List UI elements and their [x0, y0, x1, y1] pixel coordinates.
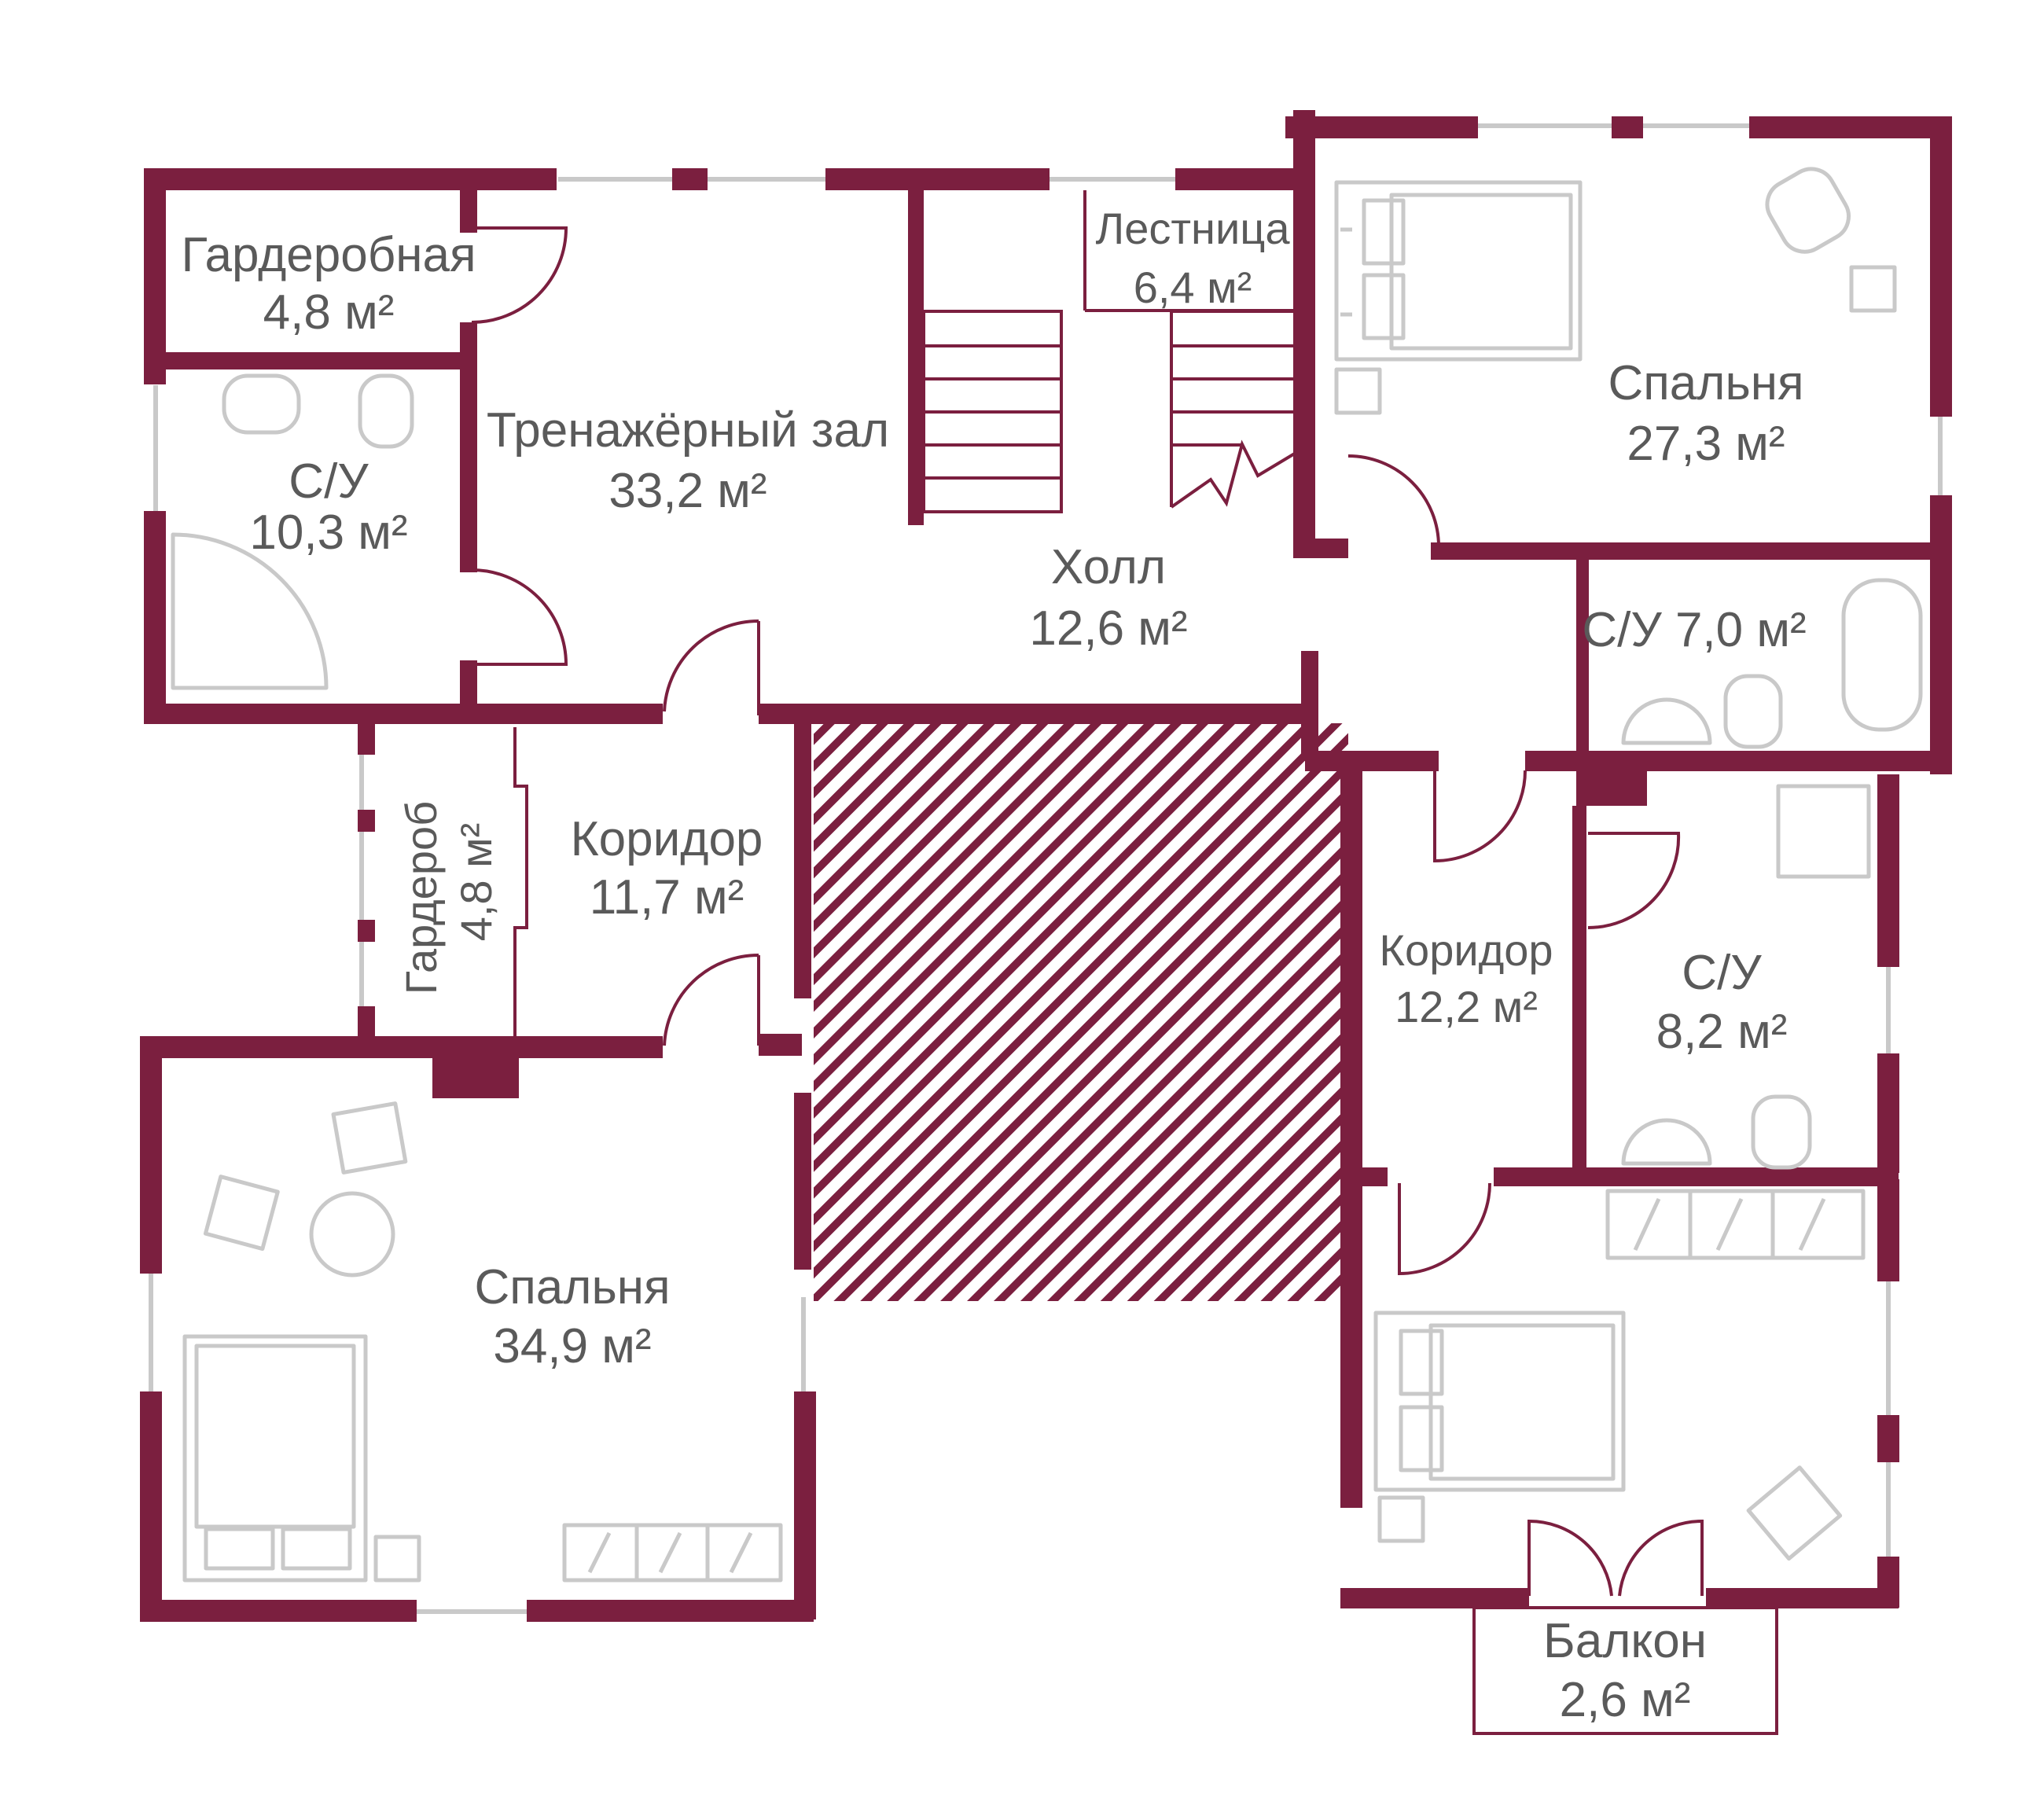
- room-name-corridor-right: Коридор: [1379, 925, 1553, 975]
- room-name-bathroom-left: С/У: [289, 454, 369, 509]
- room-name-gym: Тренажёрный зал: [487, 403, 889, 458]
- shower-tray-icon: [1776, 784, 1871, 879]
- room-name-hall: Холл: [1051, 540, 1166, 594]
- nightstand-icon: [373, 1535, 421, 1583]
- room-area-hall: 12,6 м²: [1029, 601, 1187, 656]
- room-area-bedroom-left: 34,9 м²: [493, 1319, 651, 1373]
- sink-icon: [1621, 697, 1712, 745]
- void-hatched-area: [814, 723, 1348, 1301]
- sink-icon: [222, 373, 301, 435]
- room-labels: Гардеробная 4,8 м² Тренажёрный зал 33,2 …: [181, 204, 1806, 1727]
- stairs-steps: [922, 310, 1299, 513]
- room-area-wardrobe-room: 4,8 м²: [263, 285, 395, 340]
- armchair-icon: [331, 1101, 408, 1175]
- room-name-bathroom-right-mid: С/У: [1682, 946, 1762, 1000]
- room-area-bathroom-right-mid: 8,2 м²: [1656, 1005, 1788, 1059]
- room-area-bathroom-left: 10,3 м²: [249, 505, 407, 560]
- bed-icon: [1334, 180, 1583, 362]
- room-name-bedroom-left: Спальня: [474, 1260, 670, 1314]
- armchair-icon: [1765, 167, 1851, 254]
- wardrobe-icon: [562, 1523, 783, 1583]
- sink-icon: [1621, 1118, 1712, 1166]
- toilet-icon: [358, 373, 414, 449]
- corner-bathtub-icon: [171, 532, 329, 690]
- furniture: [171, 167, 1923, 1583]
- toilet-icon: [1751, 1094, 1812, 1170]
- nightstand-icon: [1377, 1495, 1425, 1543]
- bed-icon: [1373, 1311, 1626, 1492]
- windows: [149, 123, 1943, 1614]
- room-area-stairs: 6,4 м²: [1134, 263, 1252, 312]
- wardrobe-icon: [1605, 1189, 1866, 1260]
- room-name-balcony: Балкон: [1543, 1614, 1707, 1668]
- room-name-corridor-left: Коридор: [571, 812, 763, 866]
- room-area-corridor-right: 12,2 м²: [1395, 982, 1538, 1031]
- room-name-wardrobe-room: Гардеробная: [181, 228, 476, 282]
- room-label-bathroom-right-top: С/У 7,0 м²: [1582, 603, 1806, 657]
- nightstand-icon: [1334, 367, 1382, 415]
- room-area-corridor-left: 11,7 м²: [590, 870, 744, 925]
- room-area-gym: 33,2 м²: [608, 464, 766, 518]
- room-name-stairs: Лестница: [1096, 204, 1291, 253]
- armchair-icon: [203, 1175, 280, 1252]
- room-area-bedroom-top: 27,3 м²: [1627, 417, 1785, 471]
- side-table-icon: [1849, 265, 1897, 313]
- room-name-closet: Гардероб: [396, 801, 446, 994]
- armchair-icon: [1746, 1465, 1843, 1561]
- bed-icon: [182, 1334, 368, 1583]
- room-area-closet: 4,8 м²: [451, 823, 501, 942]
- room-area-balcony: 2,6 м²: [1560, 1673, 1691, 1727]
- walls: [140, 110, 1952, 1622]
- bathtub-icon: [1841, 578, 1923, 732]
- toilet-icon: [1723, 674, 1783, 749]
- doors: [471, 226, 1704, 1597]
- room-name-bedroom-top: Спальня: [1608, 356, 1803, 410]
- round-table-icon: [309, 1191, 395, 1277]
